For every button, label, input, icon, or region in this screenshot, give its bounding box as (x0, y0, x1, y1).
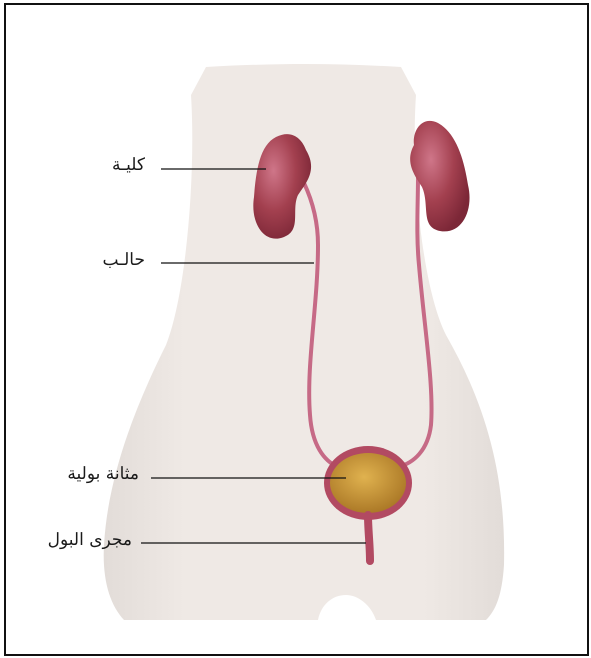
label-ureter: حالـب (102, 252, 145, 269)
label-bladder: مثانة بولية (67, 466, 139, 483)
bladder-urine (330, 453, 406, 513)
urinary-system-illustration (6, 5, 591, 658)
urethra (368, 515, 370, 561)
label-kidney: كليـة (112, 157, 145, 174)
label-urethra: مجرى البول (48, 532, 132, 549)
diagram-frame: كليـة حالـب مثانة بولية مجرى البول (4, 3, 589, 656)
